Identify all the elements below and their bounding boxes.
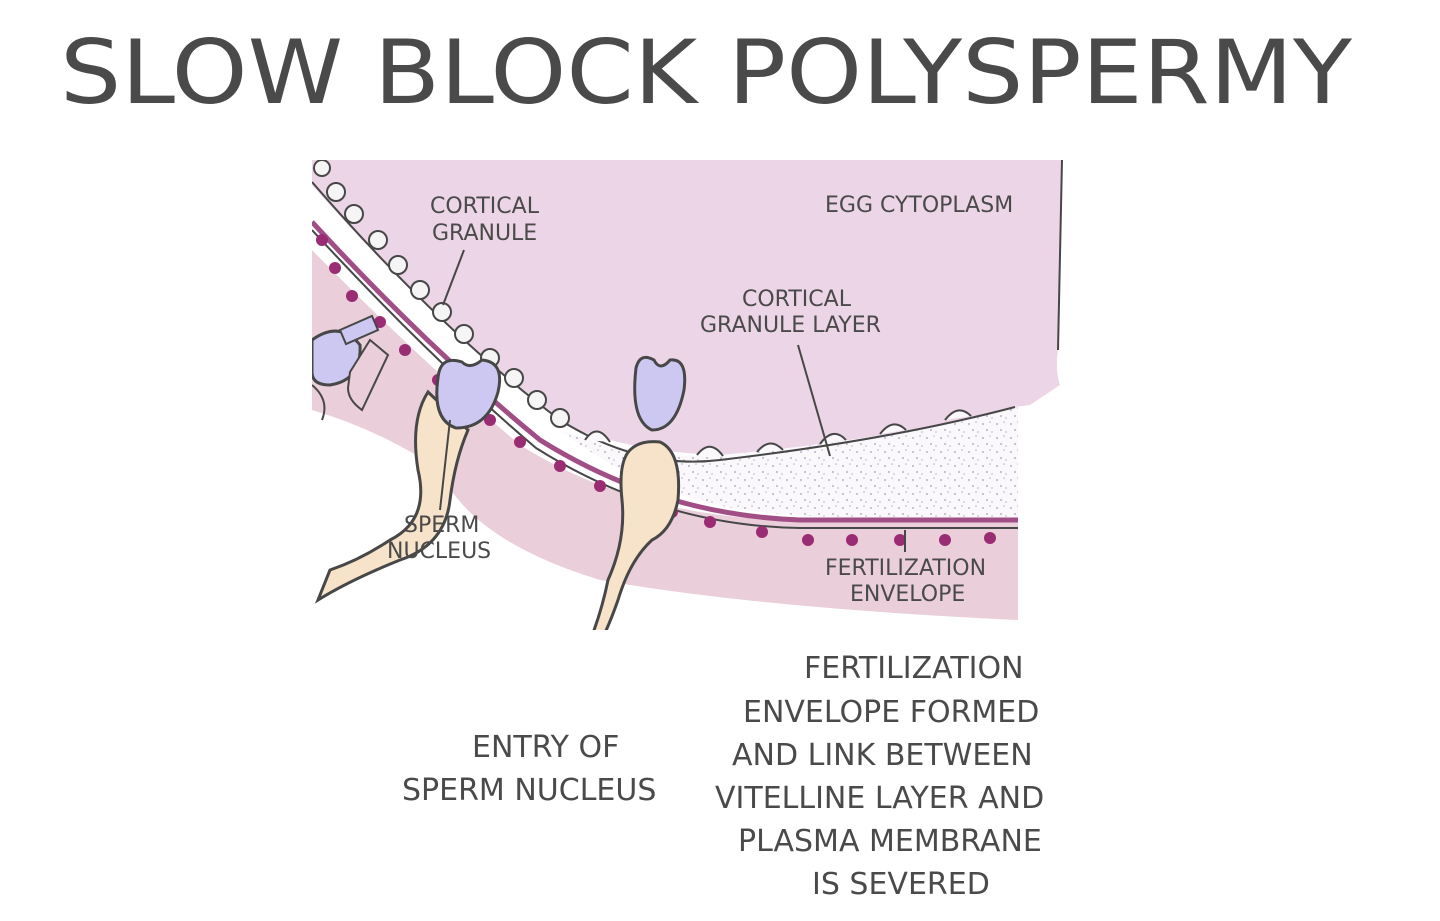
caption-envelope-line2: ENVELOPE FORMED: [743, 695, 1039, 730]
caption-envelope: FERTILIZATION ENVELOPE FORMED AND LINK B…: [715, 651, 1044, 902]
label-sperm-nucleus-line1: SPERM: [404, 513, 479, 538]
vitelline-layer-outline: [312, 229, 1018, 529]
label-fertilization-envelope-line2: ENVELOPE: [850, 582, 965, 607]
vitelline-layer-line: [312, 220, 1018, 523]
leader-lines: [442, 249, 906, 552]
label-sperm-nucleus-line2: NUCLEUS: [387, 539, 491, 564]
entering-sperm: [314, 358, 502, 604]
caption-envelope-line3: AND LINK BETWEEN: [732, 738, 1033, 773]
left-sperm: [312, 314, 390, 421]
caption-envelope-line6: IS SEVERED: [812, 867, 990, 902]
caption-entry-line1: ENTRY OF: [472, 730, 619, 765]
label-cortical-granule-line1: CORTICAL: [430, 194, 540, 219]
label-cortical-granule-line2: GRANULE: [432, 221, 537, 246]
label-egg-cytoplasm: EGG CYTOPLASM: [825, 193, 1013, 218]
caption-envelope-line4: VITELLINE LAYER AND: [715, 781, 1044, 816]
cytoplasm-edge: [1057, 159, 1063, 351]
egg-cross-section: [312, 160, 1062, 630]
cortical-granules: [313, 160, 570, 428]
label-cortical-granule-layer-line2: GRANULE LAYER: [700, 313, 881, 338]
fused-granule-bumps: [584, 409, 972, 457]
page-title: SLOW BLOCK POLYSPERMY: [60, 21, 1352, 124]
caption-entry-line2: SPERM NUCLEUS: [402, 773, 656, 808]
label-fertilization-envelope-line1: FERTILIZATION: [825, 556, 986, 581]
entry-sperm: [592, 355, 687, 630]
caption-envelope-line5: PLASMA MEMBRANE: [738, 824, 1042, 859]
caption-envelope-line1: FERTILIZATION: [804, 651, 1024, 686]
label-cortical-granule-layer-line1: CORTICAL: [742, 287, 852, 312]
